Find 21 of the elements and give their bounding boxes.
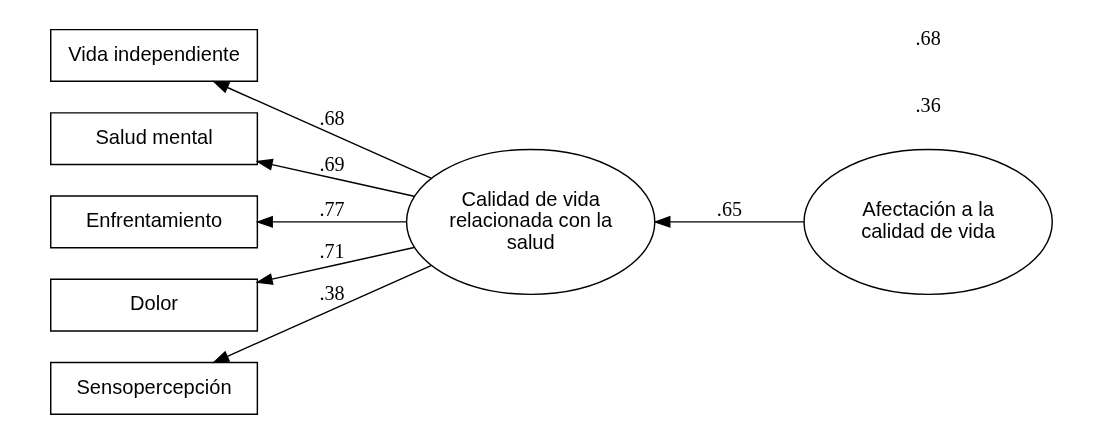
arrow bbox=[652, 215, 805, 228]
label: .68 bbox=[915, 26, 941, 49]
edge-label: .71 bbox=[318, 240, 345, 263]
edge-label: .77 bbox=[318, 198, 345, 221]
arrow bbox=[255, 215, 407, 228]
node-ellipse: Afectación a la calidad de vida bbox=[802, 148, 1053, 296]
edge-label: .38 bbox=[318, 281, 345, 304]
node-box: Enfrentamiento bbox=[49, 195, 258, 249]
node-box: Dolor bbox=[49, 278, 258, 332]
arrow bbox=[211, 80, 432, 179]
arrow bbox=[211, 264, 432, 364]
edge-label: .69 bbox=[318, 152, 345, 175]
arrow bbox=[255, 158, 415, 197]
label: .36 bbox=[915, 94, 941, 117]
edge-label: .68 bbox=[318, 106, 345, 129]
arrow bbox=[255, 246, 415, 285]
node-box: Sensopercepción bbox=[49, 361, 258, 415]
node-box: Salud mental bbox=[49, 112, 258, 166]
node-ellipse: Calidad de vida relacionada con la salud bbox=[405, 148, 656, 296]
node-box: Vida independiente bbox=[49, 28, 258, 82]
edge-label: .65 bbox=[716, 198, 742, 221]
